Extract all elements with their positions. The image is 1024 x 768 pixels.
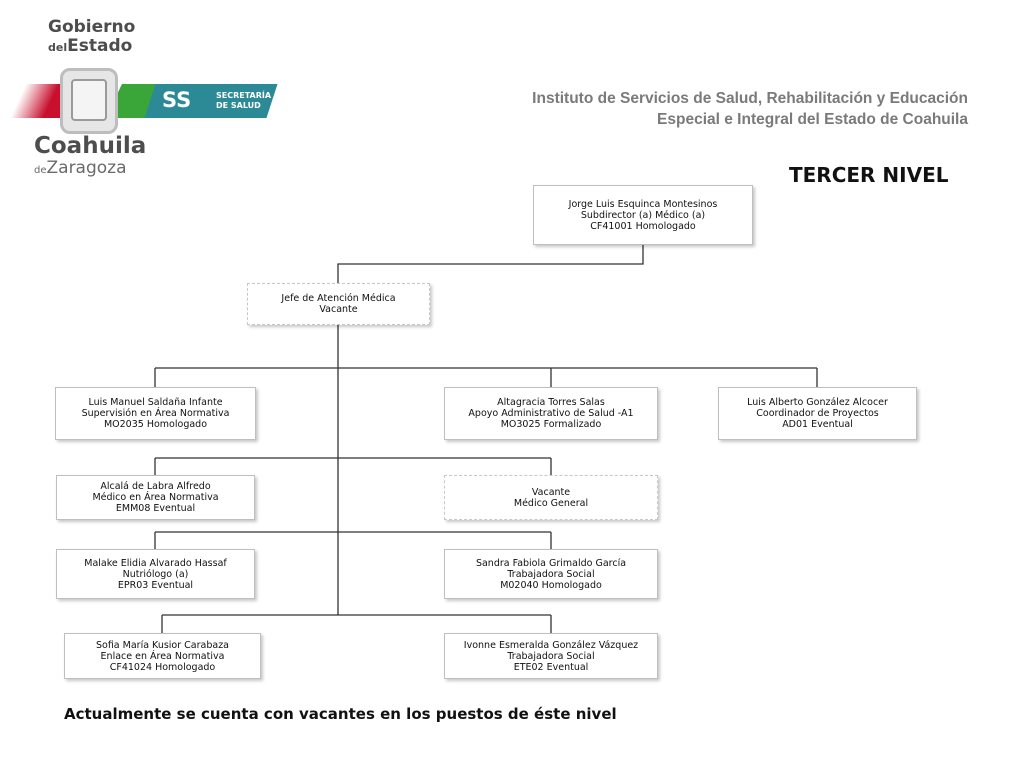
logo-coahuila: Coahuila xyxy=(34,133,147,159)
secretaria-line-1: SECRETARÍA xyxy=(216,91,272,100)
institution-header: Instituto de Servicios de Salud, Rehabil… xyxy=(532,88,968,130)
node-position: Coordinador de Proyectos xyxy=(756,408,879,419)
node-code: MO3025 Formalizado xyxy=(500,419,602,430)
org-node-jefe-atencion-medica: Jefe de Atención Médica Vacante xyxy=(247,283,430,325)
logo-zaragoza: Zaragoza xyxy=(46,158,127,178)
node-position: Jefe de Atención Médica xyxy=(281,293,396,304)
logo-estado: Estado xyxy=(67,36,133,56)
node-code: M02040 Homologado xyxy=(500,579,602,591)
org-node-alcala: Alcalá de Labra Alfredo Médico en Área N… xyxy=(56,475,255,520)
secretaria-line-2: DE SALUD xyxy=(216,101,261,110)
org-node-alvarado: Malake Elidia Alvarado Hassaf Nutriólogo… xyxy=(56,549,255,599)
node-code: ETE02 Eventual xyxy=(513,661,589,673)
node-name: Jorge Luis Esquinca Montesinos xyxy=(568,198,718,210)
node-position: Trabajadora Social xyxy=(507,568,595,580)
node-position: Trabajadora Social xyxy=(507,650,595,662)
node-name: Luis Alberto González Alcocer xyxy=(747,397,888,408)
level-title: TERCER NIVEL xyxy=(789,163,949,187)
org-node-gonzalez-vazquez: Ivonne Esmeralda González Vázquez Trabaj… xyxy=(444,633,658,679)
node-position: Médico en Área Normativa xyxy=(92,492,219,503)
node-code: AD01 Eventual xyxy=(782,419,853,430)
node-code: EPR03 Eventual xyxy=(117,579,194,591)
node-name: Alcalá de Labra Alfredo xyxy=(100,481,211,492)
node-code: EMM08 Eventual xyxy=(115,503,196,514)
org-node-gonzalez-alcocer: Luis Alberto González Alcocer Coordinado… xyxy=(718,387,917,440)
org-node-grimaldo: Sandra Fabiola Grimaldo García Trabajado… xyxy=(444,549,658,599)
logo-gobierno: Gobierno xyxy=(48,17,136,37)
node-name: Altagracia Torres Salas xyxy=(497,397,605,408)
node-position: Apoyo Administrativo de Salud -A1 xyxy=(468,408,634,419)
node-code: CF41001 Homologado xyxy=(590,220,696,232)
node-name: Malake Elidia Alvarado Hassaf xyxy=(84,557,227,569)
node-name: Sandra Fabiola Grimaldo García xyxy=(475,557,627,569)
org-node-kusior: Sofia María Kusior Carabaza Enlace en Ár… xyxy=(64,633,261,679)
institution-line-1: Instituto de Servicios de Salud, Rehabil… xyxy=(532,90,968,107)
node-name: Ivonne Esmeralda González Vázquez xyxy=(463,639,639,651)
logo-de: de xyxy=(34,165,47,176)
node-name: Luis Manuel Saldaña Infante xyxy=(88,397,223,408)
node-position: Médico General xyxy=(513,497,589,509)
org-node-subdirector: Jorge Luis Esquinca Montesinos Subdirect… xyxy=(533,185,753,245)
node-status: Vacante xyxy=(319,304,358,315)
connector-root-jefe xyxy=(337,245,644,283)
state-seal-icon xyxy=(60,68,118,134)
ss-logo-text: SS xyxy=(162,88,192,112)
logo-wordmark-top: Gobierno delEstado xyxy=(48,18,135,57)
org-node-vacante-medico-general: Vacante Médico General xyxy=(444,475,658,520)
org-node-torres: Altagracia Torres Salas Apoyo Administra… xyxy=(444,387,658,440)
node-position: Supervisión en Área Normativa xyxy=(81,408,230,419)
org-node-saldana: Luis Manuel Saldaña Infante Supervisión … xyxy=(55,387,256,440)
institution-line-2: Especial e Integral del Estado de Coahui… xyxy=(657,111,968,128)
footer-note: Actualmente se cuenta con vacantes en lo… xyxy=(64,705,617,723)
node-code: CF41024 Homologado xyxy=(109,661,216,673)
node-code: MO2035 Homologado xyxy=(103,419,208,430)
node-position: Subdirector (a) Médico (a) xyxy=(580,209,706,221)
node-status: Vacante xyxy=(531,486,571,498)
logo-del: del xyxy=(48,41,68,54)
node-position: Nutriólogo (a) xyxy=(122,568,189,580)
coahuila-government-logo: Gobierno delEstado SS SECRETARÍA DE SALU… xyxy=(10,18,278,183)
node-name: Sofia María Kusior Carabaza xyxy=(95,639,230,651)
logo-de-zaragoza: deZaragoza xyxy=(34,158,127,178)
node-position: Enlace en Área Normativa xyxy=(100,650,225,662)
secretaria-salud-text: SECRETARÍA DE SALUD xyxy=(216,91,276,111)
